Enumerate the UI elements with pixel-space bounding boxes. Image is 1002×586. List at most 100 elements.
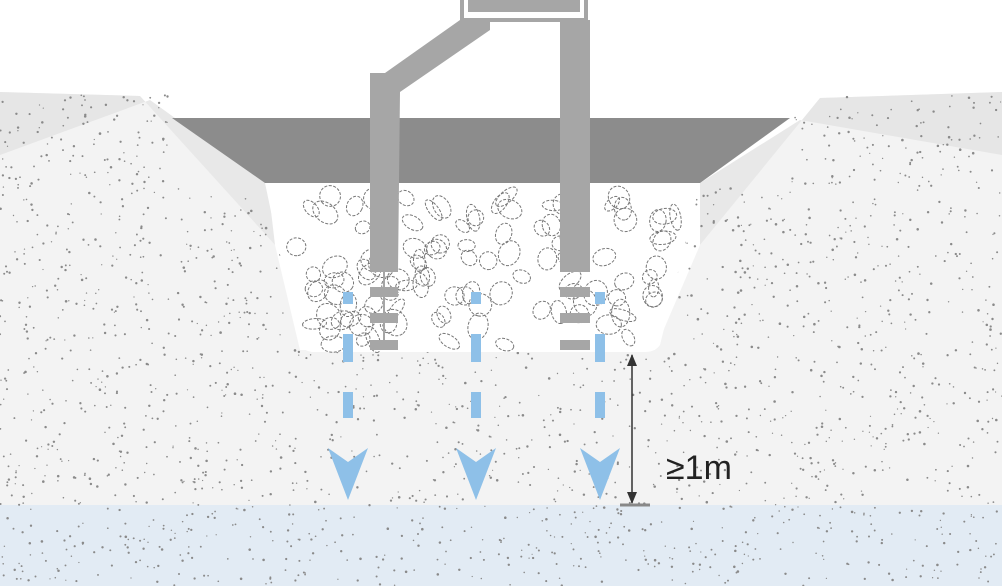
soil-dot [310, 538, 313, 541]
soil-dot [21, 570, 24, 573]
soil-dot [762, 319, 764, 322]
soil-dot [42, 480, 45, 483]
flow-arrows [328, 292, 620, 500]
soil-dot [206, 450, 209, 453]
soil-dot [967, 437, 970, 440]
soil-dot [26, 337, 29, 340]
soil-dot [719, 188, 721, 191]
soil-dot [104, 392, 106, 395]
soil-dot [758, 313, 760, 315]
soil-dot [724, 581, 727, 584]
soil-dot [757, 532, 759, 535]
soil-dot [133, 244, 136, 247]
soil-dot [417, 544, 420, 547]
soil-dot [252, 558, 254, 560]
soil-dot [791, 177, 794, 180]
soil-dot [130, 162, 132, 165]
soil-dot [27, 393, 29, 395]
soil-dot [71, 379, 74, 382]
soil-dot [438, 505, 441, 508]
soil-dot [718, 458, 720, 461]
soil-dot [457, 441, 460, 444]
gravel-stone [357, 306, 377, 328]
soil-dot [825, 286, 828, 290]
soil-dot [850, 230, 852, 232]
soil-dot [163, 353, 166, 356]
soil-dot [294, 579, 297, 582]
soil-dot [948, 482, 951, 485]
soil-dot [660, 521, 663, 523]
soil-dot [946, 403, 948, 405]
soil-dot [904, 174, 907, 177]
soil-dot [952, 386, 955, 388]
soil-dot [408, 497, 411, 500]
soil-dot [445, 377, 447, 380]
soil-dot [609, 398, 612, 400]
soil-dot [166, 95, 169, 98]
gravel-stone [641, 269, 658, 285]
soil-dot [143, 538, 145, 540]
soil-dot [898, 511, 901, 514]
soil-dot [325, 519, 327, 522]
soil-dot [132, 537, 135, 540]
soil-dot [531, 556, 535, 560]
soil-dot [979, 571, 982, 574]
soil-dot [856, 535, 859, 538]
soil-dot [377, 566, 380, 569]
soil-dot [934, 480, 936, 482]
soil-dot [764, 481, 767, 484]
soil-dot [118, 450, 121, 453]
soil-dot [678, 415, 681, 418]
soil-dot [948, 382, 951, 385]
soil-dot [292, 489, 295, 491]
soil-dot [19, 577, 22, 580]
soil-dot [964, 209, 967, 212]
soil-dot [135, 172, 139, 176]
soil-dot [605, 492, 608, 495]
soil-dot [246, 350, 249, 353]
soil-dot [248, 548, 251, 551]
soil-dot [145, 362, 149, 366]
soil-dot [189, 456, 192, 460]
soil-dot [700, 308, 703, 311]
soil-dot [902, 213, 904, 215]
soil-dot [887, 572, 891, 575]
soil-dot [831, 177, 833, 179]
soil-dot [610, 522, 612, 525]
soil-dot [162, 151, 165, 153]
soil-dot [370, 384, 372, 386]
soil-dot [215, 534, 217, 536]
soil-dot [925, 332, 928, 335]
soil-dot [146, 565, 149, 568]
soil-dot [966, 464, 970, 468]
soil-dot [186, 230, 189, 233]
soil-dot [5, 166, 7, 168]
soil-dot [702, 194, 705, 198]
soil-dot [801, 457, 804, 460]
soil-dot [151, 417, 154, 420]
gravel-stone [345, 195, 364, 217]
soil-dot [870, 363, 873, 366]
soil-dot [46, 296, 49, 299]
soil-dot [872, 202, 874, 205]
soil-dot [340, 436, 342, 438]
soil-dot [190, 528, 193, 532]
soil-dot [30, 182, 33, 185]
soil-dot [761, 196, 763, 199]
soil-dot [806, 273, 808, 275]
soil-dot [770, 252, 773, 255]
soil-dot [828, 115, 831, 118]
soil-dot [180, 260, 183, 263]
gravel-stone [497, 198, 523, 220]
soil-dot [305, 357, 308, 360]
soil-dot [445, 550, 447, 553]
soil-dot [72, 154, 75, 157]
soil-dot [37, 178, 40, 181]
soil-dot [993, 232, 996, 235]
soil-dot [304, 470, 307, 474]
soil-dot [755, 448, 758, 452]
soil-dot [199, 333, 202, 336]
soil-dot [993, 369, 996, 372]
soil-dot [139, 559, 142, 562]
soil-dot [248, 499, 250, 502]
